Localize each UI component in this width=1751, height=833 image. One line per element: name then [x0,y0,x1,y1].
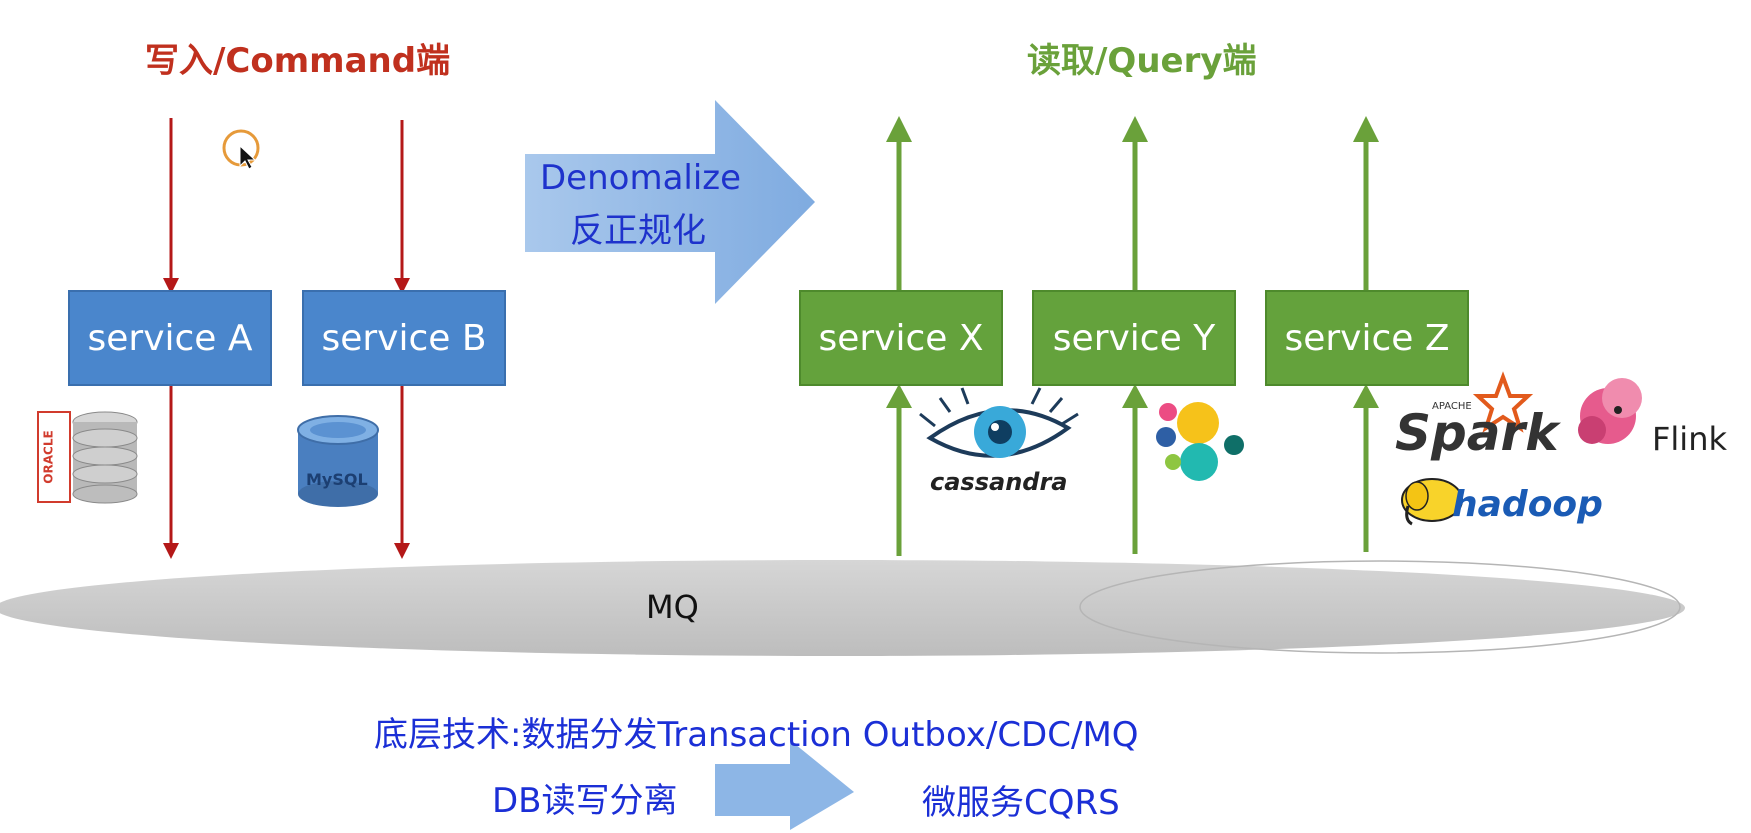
service-b-box: service B [302,290,506,386]
mysql-db-icon [297,415,379,507]
cassandra-logo-text: cassandra [930,468,1068,496]
write-arrows [169,118,404,548]
mouse-cursor [222,129,260,170]
read-arrows [896,140,1369,556]
spark-logo-text: Spark [1395,404,1559,462]
hadoop-elephant-icon [1401,478,1463,526]
service-y-box: service Y [1032,290,1236,386]
flink-squirrel-icon [1578,378,1642,444]
service-a-box: service A [68,290,272,386]
service-x-box: service X [799,290,1003,386]
write-arrowheads [163,278,410,559]
read-arrowheads [886,116,1379,408]
mq-bus-overlap [1079,560,1681,654]
cassandra-eye-icon [919,387,1079,458]
spark-star-icon [1472,371,1534,433]
read-side-title: 读取/Query端 [1027,41,1257,81]
flink-logo-text: Flink [1652,420,1727,458]
mq-bus [0,560,1685,656]
cqrs-arrow [715,740,854,830]
denormalize-arrow [525,100,815,304]
denormalize-label-en: Denomalize [540,158,742,198]
mysql-logo-text: MySQL [306,470,368,489]
write-side-title: 写入/Command端 [145,41,451,81]
mq-label: MQ [646,588,699,626]
db-rw-split-caption: DB读写分离 [492,781,678,821]
microservice-cqrs-caption: 微服务CQRS [922,783,1120,823]
underlying-tech-caption: 底层技术:数据分发Transaction Outbox/CDC/MQ [374,715,1139,755]
oracle-db-icon [37,411,138,504]
hadoop-logo-text: hadoop [1452,484,1603,525]
elastic-icon [1156,402,1244,481]
denormalize-label-zh: 反正规化 [570,211,706,251]
spark-apache-text: APACHE [1432,401,1472,412]
oracle-logo-text: ORACLE [41,430,56,484]
service-z-box: service Z [1265,290,1469,386]
